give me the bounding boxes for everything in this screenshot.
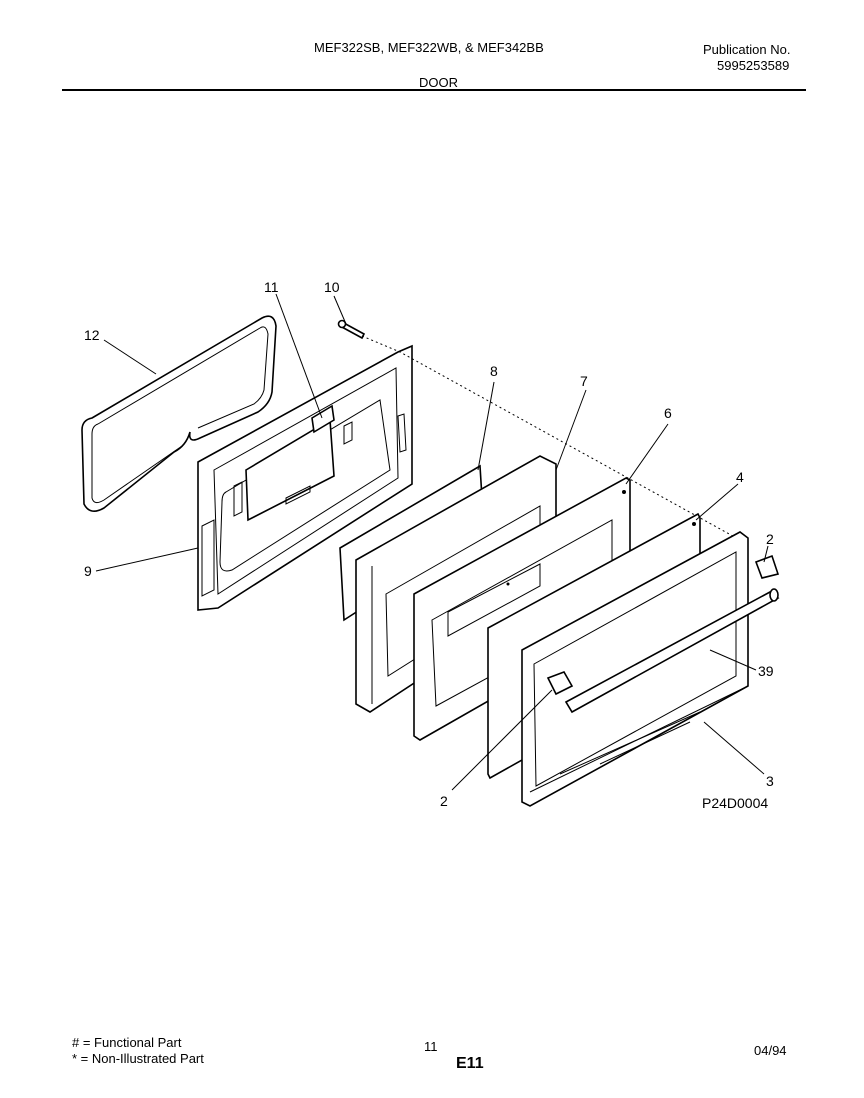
revision-date: 04/94 — [754, 1043, 787, 1058]
callout-2-right: 2 — [766, 531, 774, 547]
callout-6: 6 — [664, 405, 672, 421]
callout-11: 11 — [264, 279, 279, 295]
callout-39: 39 — [758, 663, 774, 679]
callout-3: 3 — [766, 773, 774, 789]
part-3-trim — [559, 711, 701, 775]
part-2-end-cap-right — [754, 554, 780, 579]
callout-4: 4 — [736, 469, 744, 485]
legend-functional: # = Functional Part — [72, 1035, 182, 1050]
section-code: E11 — [456, 1055, 484, 1072]
part-39-handle — [564, 588, 780, 714]
leader-lines — [95, 293, 769, 791]
legend-non-illustrated: * = Non-Illustrated Part — [72, 1051, 204, 1066]
callout-7: 7 — [580, 373, 588, 389]
callout-9: 9 — [84, 563, 92, 579]
figure-id: P24D0004 — [702, 795, 768, 811]
page-number: 11 — [424, 1039, 438, 1054]
callout-12: 12 — [84, 327, 100, 343]
header-rule — [62, 89, 806, 91]
publication-number: 5995253589 — [717, 58, 790, 73]
part-2-end-cap-left — [546, 671, 574, 696]
callout-10: 10 — [324, 279, 340, 295]
callout-2-left: 2 — [440, 793, 448, 809]
part-9-inner-panel — [197, 344, 413, 611]
part-12-gasket — [81, 315, 277, 512]
callout-8: 8 — [490, 363, 498, 379]
part-11-receptacle — [311, 404, 335, 434]
publication-label: Publication No. — [703, 42, 791, 57]
model-numbers: MEF322SB, MEF322WB, & MEF342BB — [314, 40, 544, 55]
part-10-screw — [337, 319, 366, 340]
assembly-guide-line — [361, 335, 741, 541]
section-title: DOOR — [419, 75, 458, 90]
